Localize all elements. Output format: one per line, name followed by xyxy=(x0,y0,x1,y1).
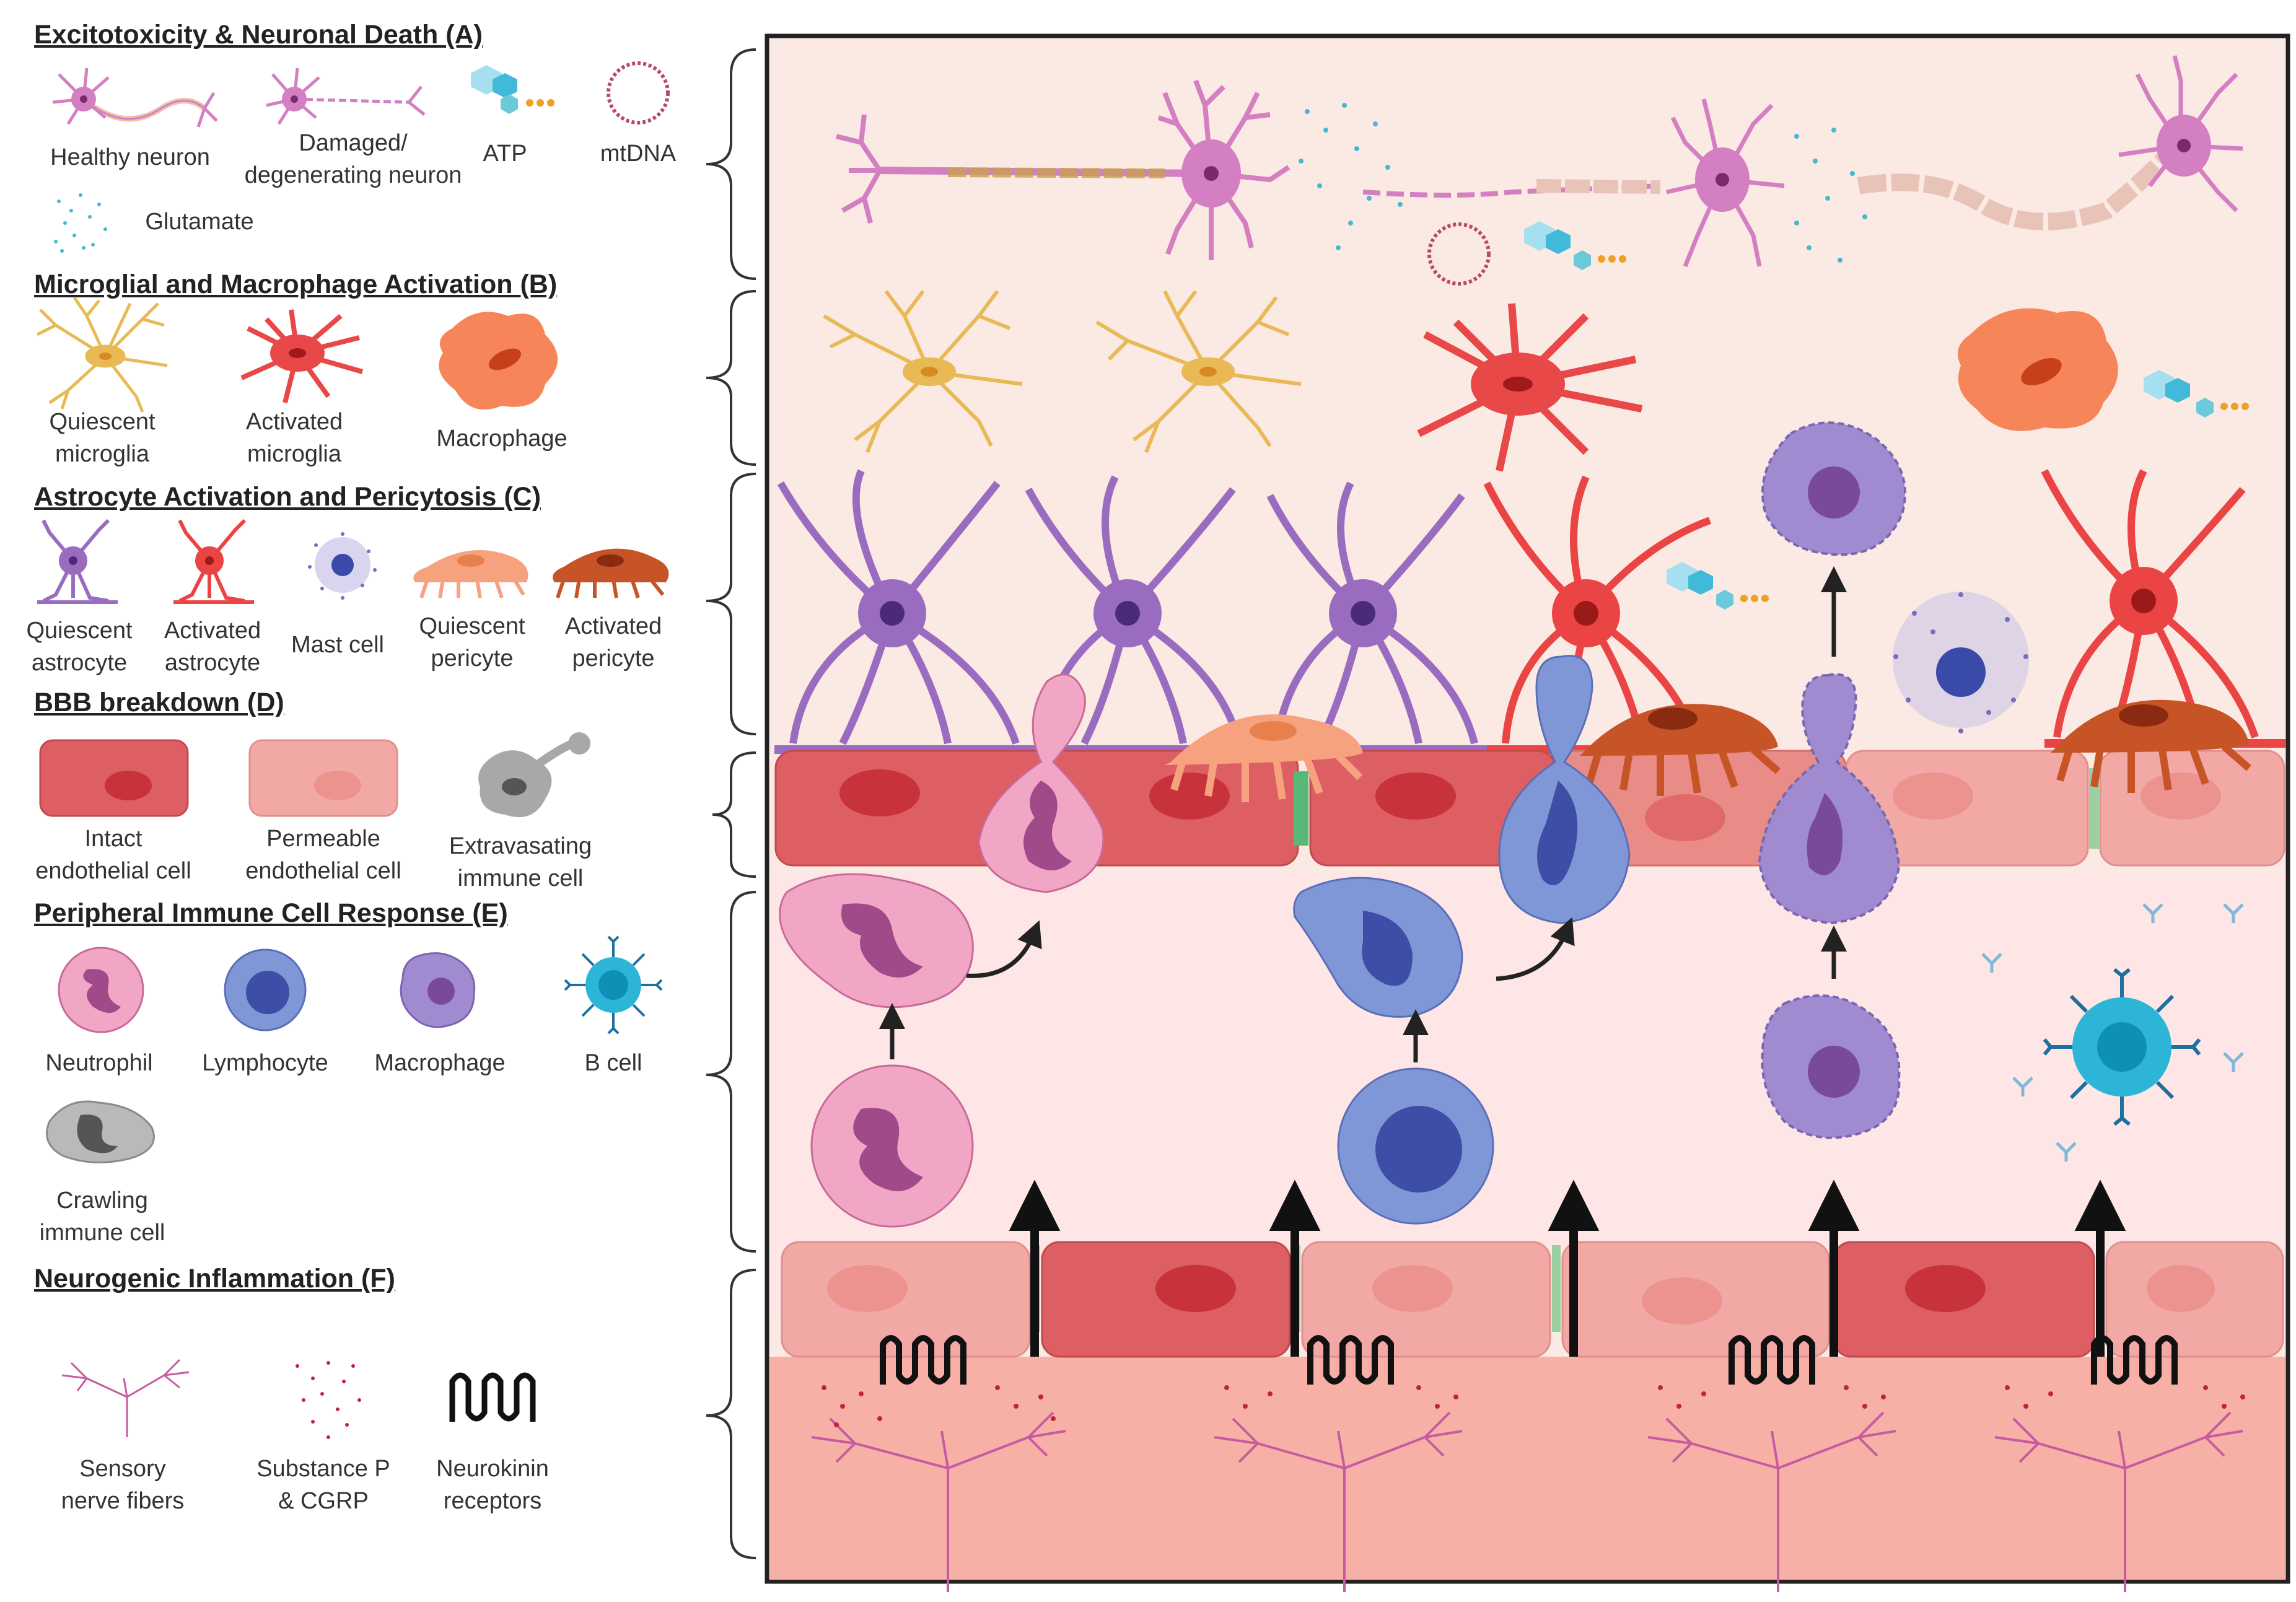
macrophage-flowing xyxy=(1761,994,1901,1139)
legend-mtdna-icon xyxy=(607,61,670,125)
legend-damaged-neuron-icon xyxy=(266,68,426,125)
extravasating-macrophage xyxy=(1758,673,1901,925)
perivascular-tissue xyxy=(769,1357,2285,1580)
label-healthy-neuron: Healthy neuron xyxy=(50,144,210,170)
legend-macrophage-e-icon xyxy=(400,952,476,1028)
sensory-nerves xyxy=(811,1411,2243,1592)
bottom-endothelial-row xyxy=(781,1241,2284,1358)
legend-extravasating-icon xyxy=(478,732,590,818)
legend-crawling-icon xyxy=(46,1100,155,1163)
extravasating-neutrophil xyxy=(978,673,1105,893)
label-glutamate: Glutamate xyxy=(145,209,254,235)
lymphocyte-crawling xyxy=(1293,877,1463,1018)
macrophage-b-main xyxy=(1958,308,2118,431)
label-mtdna: mtDNA xyxy=(600,141,677,167)
microglia-nucleus-1 xyxy=(921,367,938,377)
legend-sensory-nerve-icon xyxy=(61,1359,190,1437)
pericyte-quiescent-main xyxy=(1165,714,1363,802)
atp-b xyxy=(2144,370,2249,418)
legend-neurokinin-icon xyxy=(449,1372,536,1422)
label-atp: ATP xyxy=(483,141,527,167)
activated-astrocytes-c xyxy=(1483,469,2259,745)
substance-p-dots xyxy=(822,1385,2245,1427)
arrow-neutrophil-curve xyxy=(966,920,1042,978)
pericyte-activated-main-1 xyxy=(1580,704,1781,796)
neuron-row xyxy=(836,55,2243,268)
legend-intact-nucleus xyxy=(105,771,152,800)
label-macrophage-b: Macrophage xyxy=(436,426,567,452)
neutrophil-flowing xyxy=(810,1064,974,1228)
neutrophil-crawling xyxy=(779,873,974,1009)
legend-activated-pericyte-icon xyxy=(553,548,669,598)
legend-substance-p-icon xyxy=(296,1361,361,1439)
section-title-c: Astrocyte Activation and Pericytosis (C) xyxy=(34,482,541,512)
section-title-e: Peripheral Immune Cell Response (E) xyxy=(34,898,508,928)
label-b-cell: B cell xyxy=(584,1050,642,1076)
lymphocyte-flowing xyxy=(1337,1067,1494,1225)
astrocyte-bodies xyxy=(858,579,1397,647)
extravasating-lymphocyte xyxy=(1498,655,1631,924)
section-braces xyxy=(706,48,756,1559)
big-arrows xyxy=(1009,1180,2126,1357)
mast-cell-main xyxy=(1893,592,2029,733)
mtdna-a xyxy=(1427,222,1491,286)
legend-activated-microglia-icon xyxy=(240,309,364,403)
label-substance-p: Substance P& CGRP xyxy=(256,1456,390,1514)
legend-quiescent-astrocyte-icon xyxy=(37,519,118,604)
legend-healthy-neuron-icon xyxy=(52,68,218,128)
legend-quiescent-pericyte-icon xyxy=(413,550,528,598)
legend-activated-astrocyte-icon xyxy=(173,519,254,604)
section-title-a: Excitotoxicity & Neuronal Death (A) xyxy=(34,20,483,50)
legend-atp-icon xyxy=(471,65,554,114)
legend-panel: Excitotoxicity & Neuronal Death (A) Heal… xyxy=(0,0,712,1602)
section-title-b: Microglial and Macrophage Activation (B) xyxy=(34,269,558,299)
neurokinin-receptors xyxy=(880,1335,2178,1385)
arrow-lymphocyte-curve xyxy=(1496,917,1575,981)
legend-permeable-nucleus xyxy=(314,771,361,800)
label-neutrophil: Neutrophil xyxy=(45,1050,153,1076)
legend-lymphocyte-icon xyxy=(224,948,307,1031)
section-title-d: BBB breakdown (D) xyxy=(34,688,284,717)
label-mast-cell: Mast cell xyxy=(291,632,384,658)
legend-mast-cell-icon xyxy=(308,532,377,600)
astrocyte-row xyxy=(777,469,1478,745)
b-cell-main xyxy=(1981,903,2244,1162)
atp-a xyxy=(1524,221,1626,270)
legend-macrophage-icon xyxy=(439,312,558,410)
glutamate-clouds xyxy=(1299,103,1867,263)
legend-neutrophil-icon xyxy=(58,947,144,1033)
section-title-f: Neurogenic Inflammation (F) xyxy=(34,1264,395,1293)
activated-astrocyte-bodies xyxy=(1552,567,2178,647)
activated-microglia-nucleus xyxy=(1503,377,1533,392)
atp-c xyxy=(1667,562,1769,610)
legend-b-cell-icon xyxy=(564,935,663,1035)
legend-glutamate-icon xyxy=(54,193,107,253)
label-macrophage-e: Macrophage xyxy=(374,1050,506,1076)
activated-macrophage-c xyxy=(1761,421,1906,556)
pericyte-activated-main-2 xyxy=(2051,699,2251,793)
label-damaged-neuron: Damaged/degenerating neuron xyxy=(244,130,462,188)
legend-quiescent-microglia-icon xyxy=(36,296,168,413)
microglia-nucleus-2 xyxy=(1199,367,1217,377)
label-lymphocyte: Lymphocyte xyxy=(202,1050,328,1076)
